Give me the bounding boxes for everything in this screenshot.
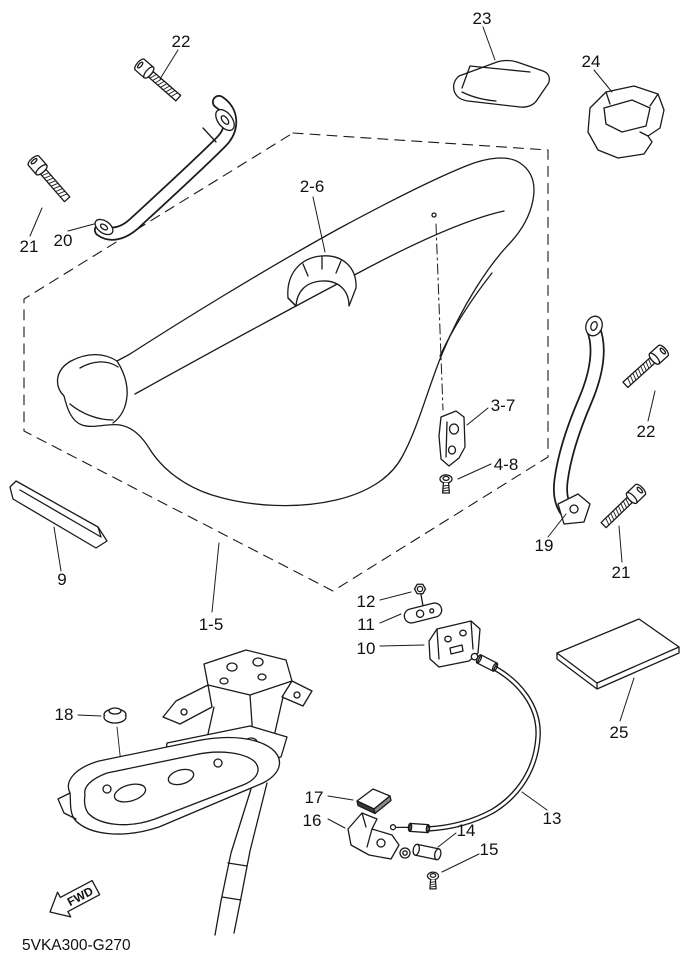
grab-rail-left (94, 95, 238, 241)
label-14: 14 (457, 821, 476, 840)
screw-15 (426, 871, 440, 890)
fwd-arrow-shape (49, 879, 101, 918)
label-10: 10 (357, 639, 376, 658)
bracket-16 (347, 812, 411, 860)
seat (56, 157, 535, 507)
sheet-25 (556, 618, 680, 690)
lock-bracket-10 (428, 620, 481, 668)
bolt-22-right (620, 342, 671, 391)
label-11: 11 (357, 615, 375, 634)
washer-ring (399, 847, 411, 859)
fwd-arrow: FWD (49, 879, 101, 918)
nut-12 (413, 583, 427, 607)
pad-17 (356, 788, 392, 815)
label-1-5: 1-5 (199, 615, 224, 634)
cable-end-adjuster (409, 822, 429, 834)
leader-lines (29, 26, 656, 873)
label-20: 20 (54, 231, 73, 250)
label-15: 15 (480, 840, 499, 859)
grab-rail-right (553, 315, 605, 525)
label-12: 12 (357, 592, 376, 611)
label-4-8: 4-8 (494, 455, 519, 474)
seat-assembly-boundary (23, 132, 549, 592)
bolt-22-top-left (132, 56, 184, 105)
rail-eyelet (585, 315, 603, 337)
label-21-left: 21 (20, 237, 39, 256)
rail-foot-tab (557, 493, 591, 525)
seat-lock-cable (389, 652, 541, 834)
callout-labels: 22 21 20 23 24 2-6 3-7 4-8 22 19 21 9 1-… (20, 9, 656, 859)
plate-11 (403, 602, 443, 624)
label-25: 25 (610, 723, 629, 742)
cable-end-barrel (476, 654, 498, 672)
seat-bracket-3-7 (438, 410, 466, 467)
rail-bushing (215, 108, 235, 132)
label-3-7: 3-7 (491, 396, 516, 415)
pin-14 (412, 843, 442, 861)
label-23: 23 (473, 9, 492, 28)
label-24: 24 (582, 52, 601, 71)
seat-strap-detail (287, 255, 342, 307)
label-13: 13 (543, 809, 562, 828)
drawing-code: 5VKA300-G270 (22, 937, 131, 954)
bolt-21-left (25, 153, 74, 205)
screw-4-8 (439, 474, 453, 494)
bolt-21-right (598, 481, 648, 531)
label-9: 9 (57, 570, 66, 589)
rail-bushing (94, 218, 114, 236)
cover-23 (452, 59, 550, 108)
damper-18 (103, 707, 127, 765)
label-22-right: 22 (637, 422, 656, 441)
trim-strip-9 (9, 480, 108, 549)
bracket-24 (587, 85, 665, 159)
label-21-right: 21 (612, 563, 631, 582)
label-17: 17 (305, 788, 324, 807)
label-18: 18 (55, 705, 74, 724)
seat-screw-mark (431, 212, 437, 218)
label-22-top-left: 22 (172, 32, 191, 51)
label-19: 19 (535, 536, 554, 555)
label-2-6: 2-6 (300, 177, 325, 196)
rear-carrier-frame (57, 649, 313, 936)
label-16: 16 (303, 811, 322, 830)
alignment-centerline (435, 223, 444, 411)
